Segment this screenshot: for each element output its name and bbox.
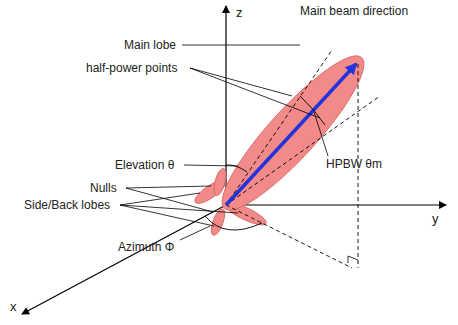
callout-label: Azimuth Φ	[118, 240, 174, 254]
axis-label: z	[236, 6, 243, 20]
callout-label: Nulls	[90, 181, 117, 195]
callout-label: Main beam direction	[300, 4, 408, 18]
callout-label: Elevation θ	[115, 158, 174, 172]
callout-label: Main lobe	[124, 38, 176, 52]
callout-label: HPBW θm	[326, 157, 382, 171]
axis-label: y	[432, 212, 439, 226]
callout-label: Side/Back lobes	[24, 198, 110, 212]
callout-label: half-power points	[86, 61, 177, 75]
axis-label: x	[10, 300, 17, 314]
